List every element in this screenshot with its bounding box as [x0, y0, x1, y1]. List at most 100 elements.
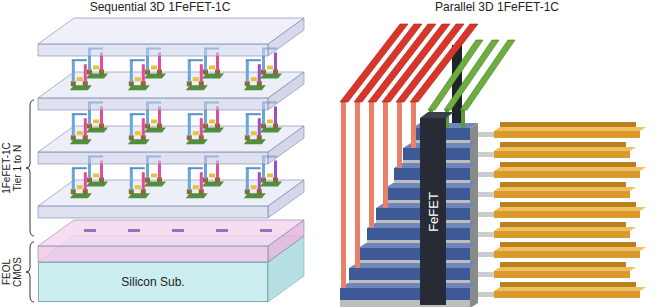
- red-pillar: [355, 102, 360, 268]
- via-pillar: [188, 114, 191, 136]
- via-pillar: [72, 114, 75, 136]
- bracket: [26, 100, 34, 236]
- layer-side: [470, 283, 478, 307]
- contact-stub: [478, 272, 494, 277]
- contact-stub: [478, 252, 494, 257]
- transistor-gate: [128, 229, 140, 232]
- transistor-gate: [216, 229, 228, 232]
- capacitor-cap: [209, 120, 215, 124]
- capacitor-cap: [209, 174, 215, 178]
- contact-stub: [478, 192, 494, 197]
- capacitor-cap: [267, 174, 273, 178]
- red-pillar: [411, 102, 416, 148]
- capacitor-cap: [193, 185, 199, 189]
- via-pillar: [246, 114, 249, 136]
- capacitor-cap: [267, 120, 273, 124]
- via-pillar: [130, 114, 133, 136]
- capacitor-cap: [151, 66, 157, 70]
- wire-segment: [130, 59, 145, 61]
- green-line: [460, 40, 515, 110]
- contact-stub: [478, 292, 494, 297]
- node-label: Silicon Sub.: [121, 275, 184, 289]
- wire-segment: [130, 167, 145, 169]
- feol-layer-front: [38, 246, 268, 262]
- tier-slab: [38, 180, 304, 218]
- word-line: [494, 251, 640, 258]
- transistor-gate: [260, 229, 272, 232]
- cap-slab-top: [38, 18, 304, 44]
- word-line-top: [494, 267, 636, 271]
- feol-layer-top: [38, 220, 304, 246]
- via-pillar: [130, 60, 133, 82]
- panel-heading: Parallel 3D 1FeFET-1C: [435, 1, 559, 14]
- red-line: [410, 24, 478, 102]
- wire-segment: [130, 113, 145, 115]
- tier-label: 1FeFET-1C Tier 1 to N: [1, 136, 23, 200]
- capacitor-cap: [135, 185, 141, 189]
- word-line: [494, 291, 640, 298]
- word-line: [494, 191, 630, 198]
- tier-slab-front: [38, 98, 268, 110]
- via-pillar: [84, 64, 87, 82]
- contact-stub: [478, 212, 494, 217]
- tier-slab: [38, 72, 304, 110]
- capacitor-cap: [151, 120, 157, 124]
- red-line: [396, 24, 464, 102]
- wire-segment: [246, 59, 261, 61]
- word-line-top: [494, 127, 646, 131]
- word-line-top: [494, 207, 646, 211]
- word-line: [494, 131, 640, 138]
- transistor-gate: [172, 229, 184, 232]
- layer-top: [349, 263, 478, 268]
- capacitor-cap: [193, 131, 199, 135]
- wire-segment: [72, 167, 87, 169]
- layer-top: [358, 243, 478, 248]
- via-pillar: [246, 60, 249, 82]
- capacitor-cap: [251, 131, 257, 135]
- word-line: [494, 231, 630, 238]
- node-label: FeFET: [426, 192, 441, 232]
- wire-segment: [72, 59, 87, 61]
- via-pillar: [84, 172, 87, 190]
- capacitor-cap: [267, 66, 273, 70]
- via-pillar: [130, 168, 133, 190]
- via-pillar: [200, 64, 203, 82]
- channel-layer: [340, 288, 470, 300]
- transistor-gate: [84, 229, 96, 232]
- tier-slab-front: [38, 152, 268, 164]
- word-line-top: [494, 147, 636, 151]
- word-line: [494, 271, 630, 278]
- capacitor-cap: [251, 77, 257, 81]
- feol-layer: [38, 220, 304, 262]
- red-pillar: [397, 102, 402, 168]
- via-pillar: [84, 118, 87, 136]
- capacitor-cap: [93, 174, 99, 178]
- capacitor-cap: [151, 174, 157, 178]
- word-line: [494, 211, 640, 218]
- layer-label: FEOL CMOS: [1, 255, 23, 289]
- contact-stub: [478, 172, 494, 177]
- wire-segment: [188, 113, 203, 115]
- word-line-top: [494, 227, 636, 231]
- layer-top: [340, 283, 478, 288]
- word-line: [494, 151, 630, 158]
- tier-slab: [38, 126, 304, 164]
- via-pillar: [258, 64, 261, 82]
- tier-slab-top: [38, 72, 304, 98]
- channel-layer: [349, 268, 470, 280]
- via-pillar: [274, 107, 277, 125]
- via-pillar: [72, 168, 75, 190]
- contact-stub: [478, 132, 494, 137]
- cap-slab-front: [38, 44, 268, 56]
- fefet-pillar: FeFET: [420, 118, 446, 305]
- via-pillar: [200, 118, 203, 136]
- word-line-top: [494, 287, 646, 291]
- via-pillar: [142, 118, 145, 136]
- capacitor-cap: [193, 77, 199, 81]
- capacitor-cap: [77, 131, 83, 135]
- via-pillar: [188, 60, 191, 82]
- via-pillar: [274, 161, 277, 179]
